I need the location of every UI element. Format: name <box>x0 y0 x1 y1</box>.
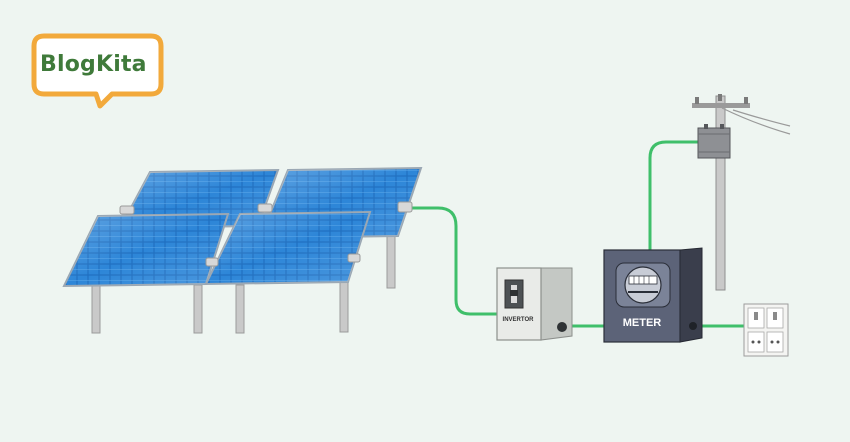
solar-panel-front-right <box>204 210 372 286</box>
inverter-switch-icon <box>504 279 524 309</box>
meter-box: METER <box>603 247 703 343</box>
wall-socket-icon <box>743 303 789 357</box>
electric-meter-icon <box>615 262 671 308</box>
inverter-label: INVERTOR <box>503 317 535 323</box>
panel-connectors <box>119 201 413 267</box>
cables <box>411 140 748 328</box>
logo-text: BlogKita <box>40 52 147 77</box>
cable-panel-to-inverter <box>411 206 505 316</box>
utility-pole-icon <box>692 94 791 291</box>
inverter-box: INVERTOR <box>496 267 573 341</box>
meter-label: METER <box>623 317 662 329</box>
cable-meter-to-pole <box>648 140 700 250</box>
blogkita-logo <box>31 33 164 109</box>
solar-panel-front-left <box>62 212 230 288</box>
solar-panel-back-left <box>118 168 280 230</box>
